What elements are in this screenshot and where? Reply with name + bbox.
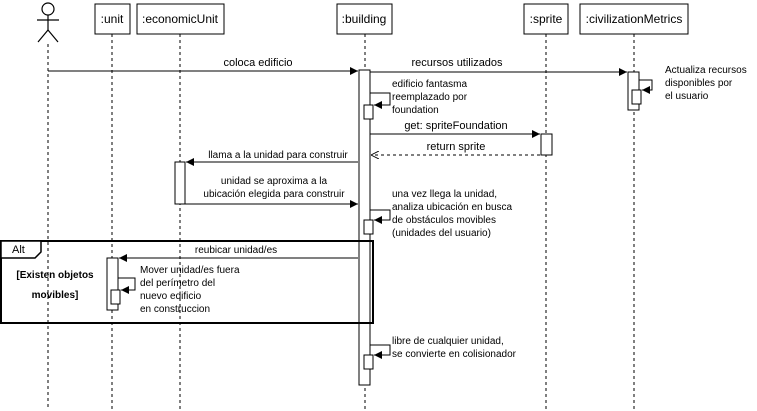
civilizationmetrics-self-activation: [631, 89, 642, 105]
msg-coloca-label: coloca edificio: [223, 57, 292, 69]
participant-economicunit-box: [136, 3, 225, 35]
participant-civilizationmetrics-label: :civilizationMetrics: [586, 12, 683, 26]
unit-activation: [106, 257, 119, 311]
note-actualiza-line-3: el usuario: [665, 91, 709, 102]
alt-frame-label: Alt: [12, 244, 25, 256]
alt-guard-line-1: [Existen objetos: [16, 270, 94, 281]
participant-civilizationmetrics-box: [579, 3, 689, 35]
note-fantasma-line-3: foundation: [392, 105, 439, 116]
msg-mover-arrow: [118, 277, 136, 294]
note-actualiza-line-1: Actualiza recursos: [665, 65, 747, 76]
actor-figure: [37, 2, 59, 43]
msg-fantasma-arrow: [370, 92, 391, 109]
note-fantasma-line-2: reemplazado por: [392, 92, 468, 103]
note-mover-line-1: Mover unidad/es fuera: [140, 265, 240, 276]
participant-unit-box: [94, 3, 131, 35]
alt-frame: [0, 240, 374, 324]
note-mover-line-3: nuevo edificio: [140, 291, 202, 302]
note-analiza-line-1: una vez llega la unidad,: [392, 189, 497, 200]
note-mover-line-2: del perímetro del: [140, 278, 215, 289]
note-libre-line-1: libre de cualquier unidad,: [392, 336, 504, 347]
msg-llama-label: llama a la unidad para construir: [208, 150, 348, 161]
note-analiza-line-3: de obstáculos movibles: [392, 215, 496, 226]
participant-building-label: :building: [342, 12, 387, 26]
note-actualiza-line-2: disponibles por: [665, 78, 733, 89]
msg-libre-arrow: [370, 344, 391, 359]
msg-recursos-label: recursos utilizados: [411, 57, 503, 69]
building-self-activation-1: [363, 104, 374, 120]
msg-return-sprite-label: return sprite: [427, 141, 486, 153]
note-analiza-line-2: analiza ubicación en busca: [392, 202, 513, 213]
unit-self-activation: [110, 289, 121, 305]
sprite-activation: [540, 133, 553, 156]
participant-economicunit-label: :economicUnit: [142, 12, 219, 26]
participant-unit-label: :unit: [101, 12, 124, 26]
msg-actualiza-arrow: [639, 79, 653, 94]
msg-reubicar-label: reubicar unidad/es: [195, 245, 277, 256]
alt-frame-tab: [0, 240, 42, 259]
note-libre-line-2: se convierte en colisionador: [392, 349, 517, 360]
building-self-activation-2: [363, 219, 374, 235]
msg-aproxima-line-2: ubicación elegida para construir: [203, 189, 345, 200]
note-fantasma-line-1: edificio fantasma: [392, 79, 467, 90]
building-self-activation-3: [363, 354, 374, 370]
participant-building-box: [336, 3, 393, 35]
participant-sprite-box: [523, 3, 569, 35]
economicunit-activation: [174, 161, 186, 205]
msg-get-sprite-label: get: spriteFoundation: [404, 120, 507, 132]
msg-aproxima-line-1: unidad se aproxima a la: [221, 176, 328, 187]
note-mover-line-4: en construccion: [140, 304, 210, 315]
msg-analiza-arrow: [370, 209, 391, 224]
note-analiza-line-4: (unidades del usuario): [392, 228, 491, 239]
alt-guard-line-2: movibles]: [32, 290, 79, 301]
participant-sprite-label: :sprite: [530, 12, 563, 26]
